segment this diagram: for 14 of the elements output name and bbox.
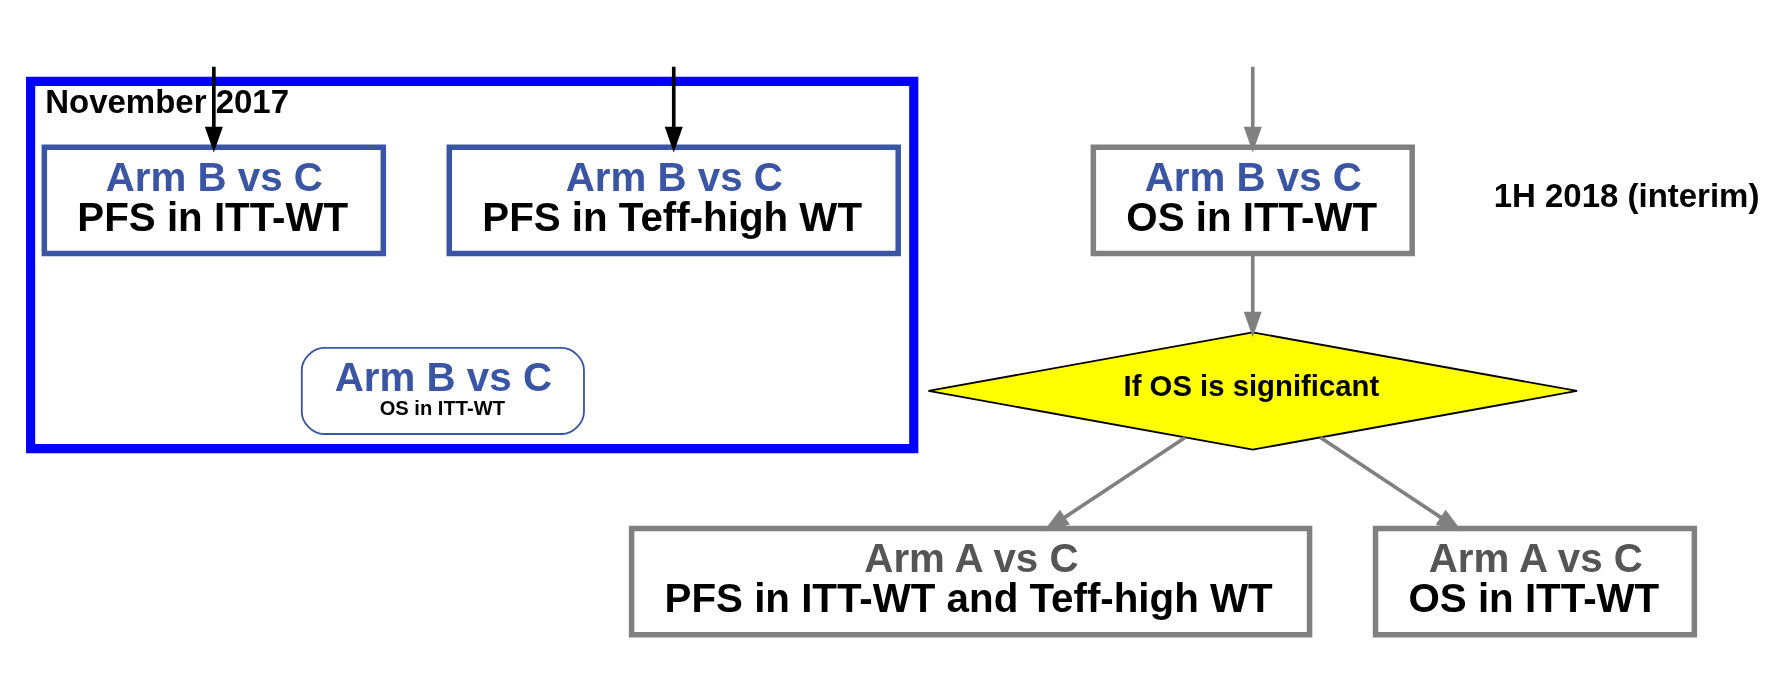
node-diamond: If OS is significant bbox=[927, 330, 1578, 451]
arrow bbox=[1043, 435, 1187, 531]
arrow bbox=[204, 66, 223, 153]
node-box: Arm B vs C OS in ITT-WT bbox=[300, 346, 585, 435]
node-box: Arm B vs C PFS in ITT-WT bbox=[41, 144, 387, 256]
node-box: Arm B vs C OS in ITT-WT bbox=[1090, 144, 1415, 256]
node-box: Arm A vs C PFS in ITT-WT and Teff-high WT bbox=[628, 525, 1313, 637]
arrow bbox=[664, 66, 683, 153]
node-box: Arm B vs C PFS in Teff-high WT bbox=[446, 144, 901, 256]
arrow bbox=[1243, 253, 1262, 337]
arrow bbox=[1243, 66, 1262, 153]
arrow bbox=[1319, 435, 1463, 531]
node-label: 1H 2018 (interim) bbox=[1493, 176, 1760, 214]
node-box: Arm A vs C OS in ITT-WT bbox=[1372, 525, 1698, 637]
